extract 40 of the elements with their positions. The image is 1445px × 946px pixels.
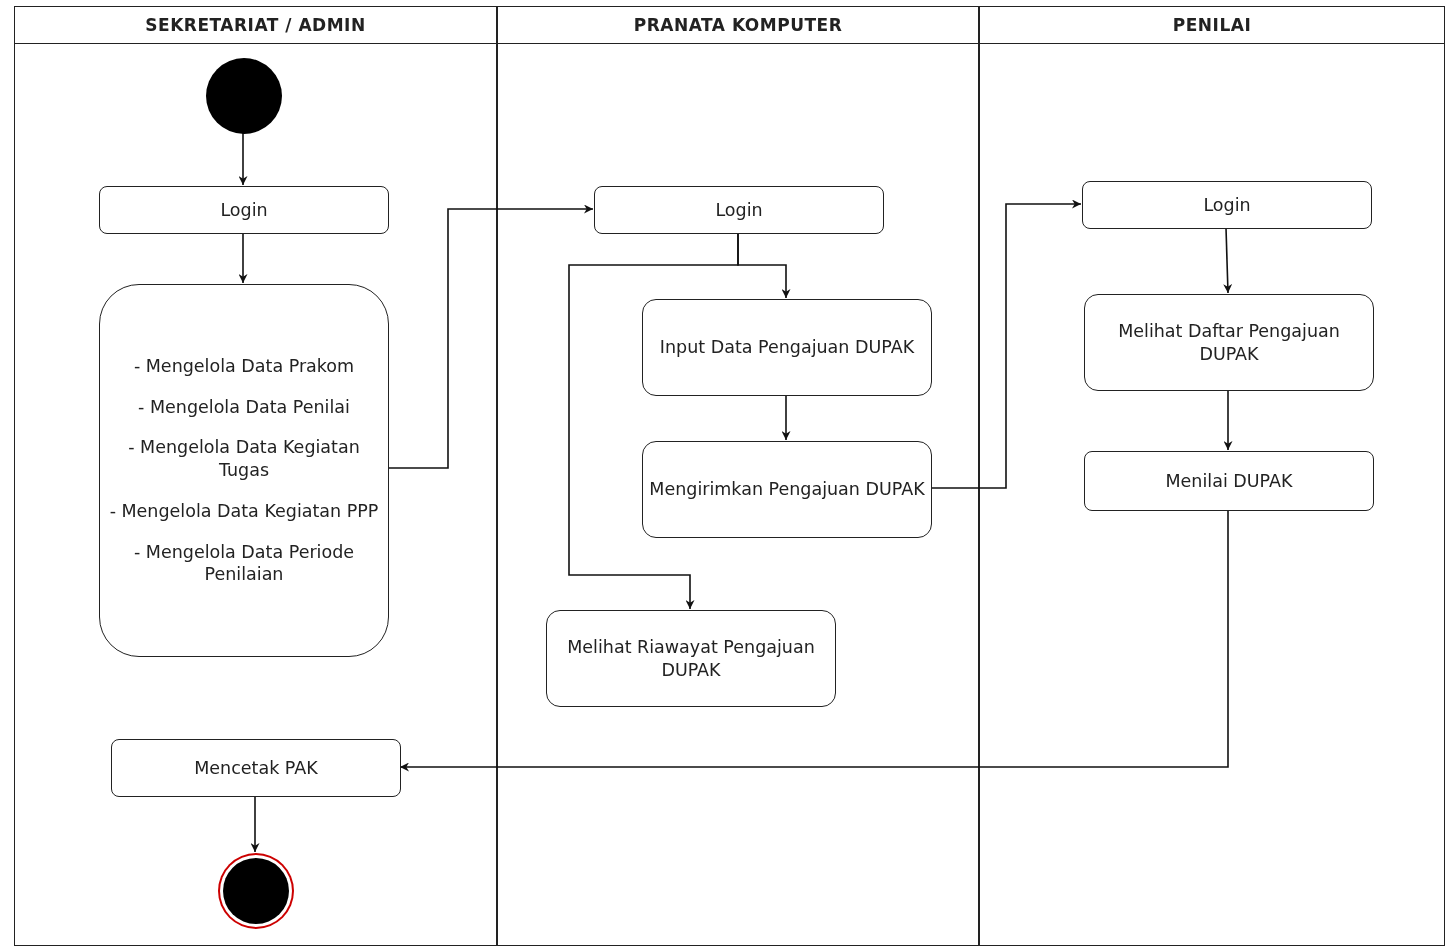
arrow: [399, 509, 1229, 772]
arrow: [387, 204, 594, 469]
activity-text: - Mengelola Data Periode Penilaian: [132, 540, 356, 587]
activity-box: [1084, 294, 1374, 391]
activity-text: - Mengelola Data Prakom: [133, 354, 355, 378]
activity-box: [111, 739, 401, 797]
activity-text: Mencetak PAK: [194, 756, 318, 780]
swimlane: [14, 6, 497, 946]
arrow: [250, 795, 260, 853]
lane-title: PENILAI: [1172, 15, 1252, 35]
arrow: [930, 199, 1082, 489]
activity-text: Menilai DUPAK: [1165, 469, 1293, 493]
activity-box: [594, 186, 884, 234]
arrow: [238, 232, 248, 284]
activity-box: [1084, 451, 1374, 511]
activity-text: - Mengelola Data Kegiatan PPP: [109, 499, 379, 523]
arrow: [1223, 389, 1233, 451]
activity-box: [642, 441, 932, 538]
activity-text: Login: [715, 198, 763, 222]
activity-text: Login: [1203, 193, 1251, 217]
activity-text: Input Data Pengajuan DUPAK: [659, 336, 915, 359]
activity-box: [99, 186, 389, 234]
activity-text: Mengirimkan Pengajuan DUPAK: [649, 478, 925, 501]
activity-box: [1082, 181, 1372, 229]
arrow: [1223, 227, 1233, 294]
swimlane: [497, 6, 979, 946]
arrow: [238, 132, 248, 186]
activity-text: Melihat Riawayat Pengajuan DUPAK: [566, 635, 816, 682]
activity-text: Login: [220, 198, 268, 222]
activity-box: [642, 299, 932, 396]
arrow: [568, 232, 739, 610]
activity-text: - Mengelola Data Kegiatan Tugas: [127, 436, 361, 482]
activity-box: [546, 610, 836, 707]
activity-text: Melihat Daftar Pengajuan DUPAK: [1117, 319, 1341, 366]
activity-box: [99, 284, 389, 657]
arrow: [781, 394, 791, 441]
activity-text: - Mengelola Data Penilai: [138, 395, 350, 419]
lane-title: PRANATA KOMPUTER: [633, 15, 843, 35]
lane-title: SEKRETARIAT / ADMIN: [145, 15, 366, 35]
swimlane: [979, 6, 1445, 946]
